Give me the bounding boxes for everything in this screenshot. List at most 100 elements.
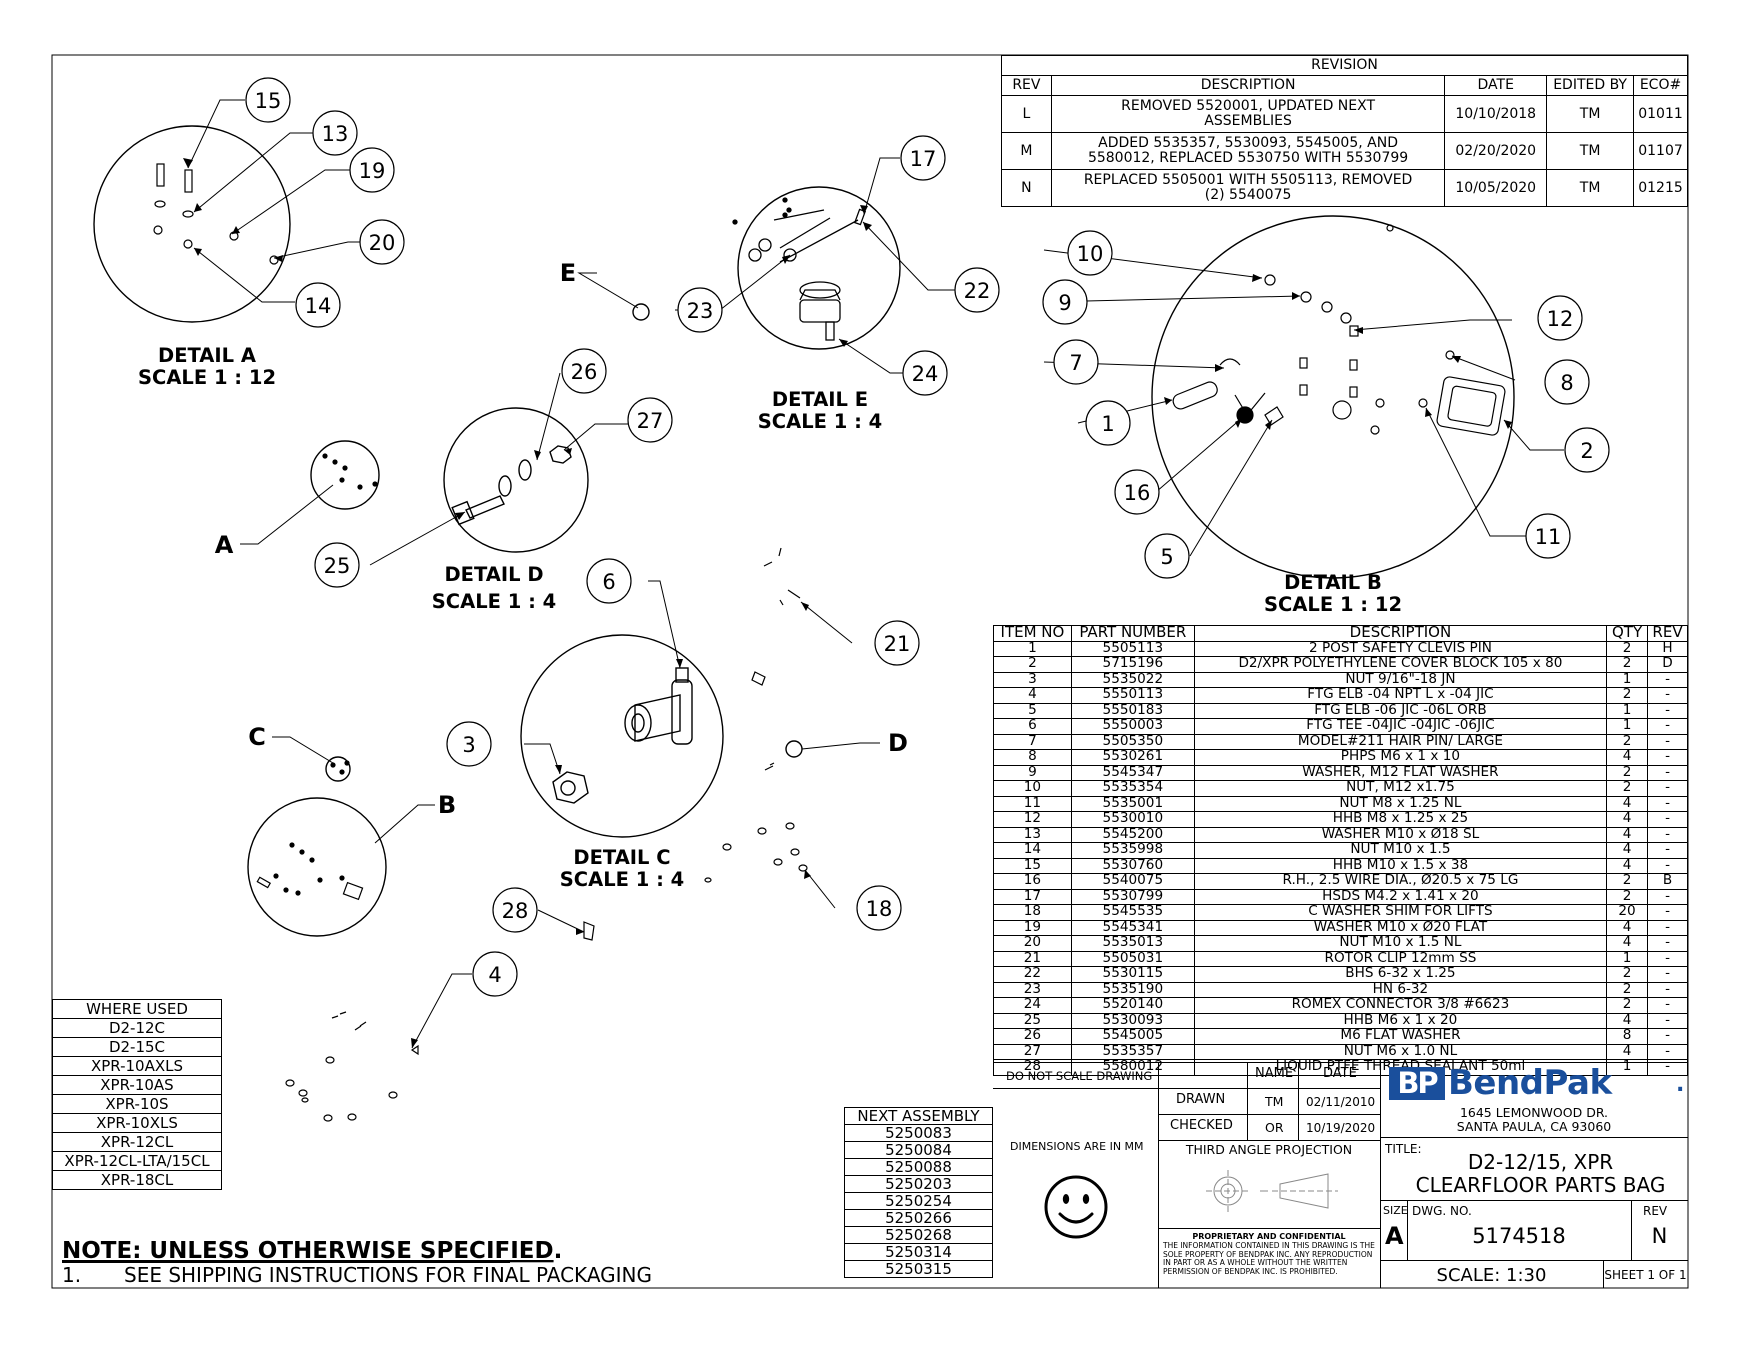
- balloon-circle: [586, 558, 632, 604]
- checked-label: CHECKED: [1170, 1118, 1233, 1133]
- bom-part-number: 5530799: [1070, 888, 1195, 905]
- bom-description: HSDS M4.2 x 1.41 x 20: [1193, 888, 1608, 905]
- detail-a-name: DETAIL A: [158, 344, 256, 367]
- where-used-item: XPR-10AS: [52, 1075, 222, 1095]
- revision-desc-line: REMOVED 5520001, UPDATED NEXT: [1121, 98, 1376, 114]
- bom-description: PHPS M6 x 1 x 10: [1193, 749, 1608, 766]
- bom-rev: -: [1647, 749, 1688, 766]
- detail-a-scale: SCALE 1 : 12: [138, 366, 276, 389]
- bom-qty: 4: [1606, 795, 1649, 812]
- bom-description: C WASHER SHIM FOR LIFTS: [1193, 904, 1608, 921]
- detail-d-name: DETAIL D: [444, 563, 543, 586]
- title-block: DO NOT SCALE DRAWING NAME DATE DRAWN TM …: [993, 1062, 1688, 1288]
- bom-item-no: 9: [993, 764, 1072, 781]
- drawn-label: DRAWN: [1176, 1092, 1226, 1107]
- bom-item-no: 17: [993, 888, 1072, 905]
- detail-e-scale: SCALE 1 : 4: [758, 410, 883, 433]
- bom-description: ROTOR CLIP 12mm SS: [1193, 950, 1608, 967]
- next-assembly-item: 5250084: [844, 1141, 993, 1159]
- balloon-label: 4: [488, 963, 501, 987]
- bom-qty: 4: [1606, 826, 1649, 843]
- detail-d-scale: SCALE 1 : 4: [432, 590, 557, 613]
- bom-description: FTG ELB -04 NPT L x -04 JIC: [1193, 687, 1608, 704]
- balloon-label: 6: [602, 570, 615, 594]
- balloon-label: 15: [255, 89, 282, 113]
- detail-e-parts: [732, 197, 867, 341]
- bom-rev: -: [1647, 733, 1688, 750]
- balloon-label: 20: [369, 231, 396, 255]
- revision-rev: N: [1001, 169, 1052, 207]
- bom-item-no: 19: [993, 919, 1072, 936]
- bom-description: NUT M10 x 1.5: [1193, 842, 1608, 859]
- bom-item-no: 20: [993, 935, 1072, 952]
- revision-row: N REPLACED 5505001 WITH 5505113, REMOVED…: [1001, 169, 1688, 207]
- bom-qty: 4: [1606, 1012, 1649, 1029]
- bom-item-no: 18: [993, 904, 1072, 921]
- bom-qty: 2: [1606, 997, 1649, 1014]
- where-used-item: XPR-10AXLS: [52, 1056, 222, 1076]
- balloon-label: 28: [502, 899, 529, 923]
- balloon-circle: [1053, 339, 1099, 385]
- where-used-item: XPR-12CL: [52, 1132, 222, 1152]
- bom-item-no: 26: [993, 1028, 1072, 1045]
- bom-description: WASHER M10 x Ø18 SL: [1193, 826, 1608, 843]
- bom-rev: -: [1647, 997, 1688, 1014]
- balloon-circle: [902, 350, 948, 396]
- balloon-label: 21: [884, 632, 911, 656]
- revision-rev: M: [1001, 132, 1052, 170]
- revision-col-edited-by: EDITED BY: [1546, 75, 1635, 96]
- bom-part-number: 5550183: [1070, 702, 1195, 719]
- balloon-circle: [295, 282, 341, 328]
- bom-rev: -: [1647, 702, 1688, 719]
- balloon-label: 10: [1077, 242, 1104, 266]
- balloon-circle: [472, 951, 518, 997]
- balloon-circle: [874, 620, 920, 666]
- bom-qty: 4: [1606, 1043, 1649, 1060]
- view-c-circle: [325, 756, 351, 782]
- bom-description: HN 6-32: [1193, 981, 1608, 998]
- bom-rev: -: [1647, 935, 1688, 952]
- revision-col-description: DESCRIPTION: [1050, 75, 1446, 96]
- detail-d-circle: [443, 407, 589, 553]
- bom-description: M6 FLAT WASHER: [1193, 1028, 1608, 1045]
- revision-rev: L: [1001, 95, 1052, 133]
- bom-rev: -: [1647, 1043, 1688, 1060]
- bom-description: FTG TEE -04JIC -04JIC -06JIC: [1193, 718, 1608, 735]
- balloon-circle: [627, 397, 673, 443]
- bom-description: FTG ELB -06 JIC -06L ORB: [1193, 702, 1608, 719]
- next-assembly-item: 5250203: [844, 1175, 993, 1193]
- bom-qty: 2: [1606, 780, 1649, 797]
- bom-item-no: 8: [993, 749, 1072, 766]
- drawing-title-line-1: D2-12/15, XPR: [1467, 1150, 1614, 1174]
- revision-desc-line: 5580012, REPLACED 5530750 WITH 5530799: [1087, 150, 1409, 166]
- revision-eco: 01107: [1633, 132, 1688, 170]
- proprietary-title: PROPRIETARY AND CONFIDENTIAL: [1192, 1232, 1346, 1241]
- bom-col-item-no: ITEM NO: [993, 625, 1072, 642]
- bom-rev: -: [1647, 671, 1688, 688]
- company-logo-dot: .: [1676, 1072, 1685, 1097]
- detail-a-parts: [153, 163, 279, 265]
- balloon-label: 14: [305, 294, 332, 318]
- next-assembly-item: 5250268: [844, 1226, 993, 1244]
- bom-description: 2 POST SAFETY CLEVIS PIN: [1193, 640, 1608, 657]
- balloon-circle: [900, 135, 946, 181]
- bom-description: NUT M6 x 1.0 NL: [1193, 1043, 1608, 1060]
- drawing-number: 5174518: [1472, 1224, 1566, 1248]
- revision-col-rev: REV: [1001, 75, 1052, 96]
- where-used-header: WHERE USED: [52, 999, 222, 1019]
- view-d-circle: [785, 740, 803, 758]
- revision-edited-by: TM: [1546, 95, 1635, 133]
- scale-text: SCALE: 1:30: [1436, 1265, 1547, 1286]
- bom-rev: -: [1647, 811, 1688, 828]
- bom-item-no: 25: [993, 1012, 1072, 1029]
